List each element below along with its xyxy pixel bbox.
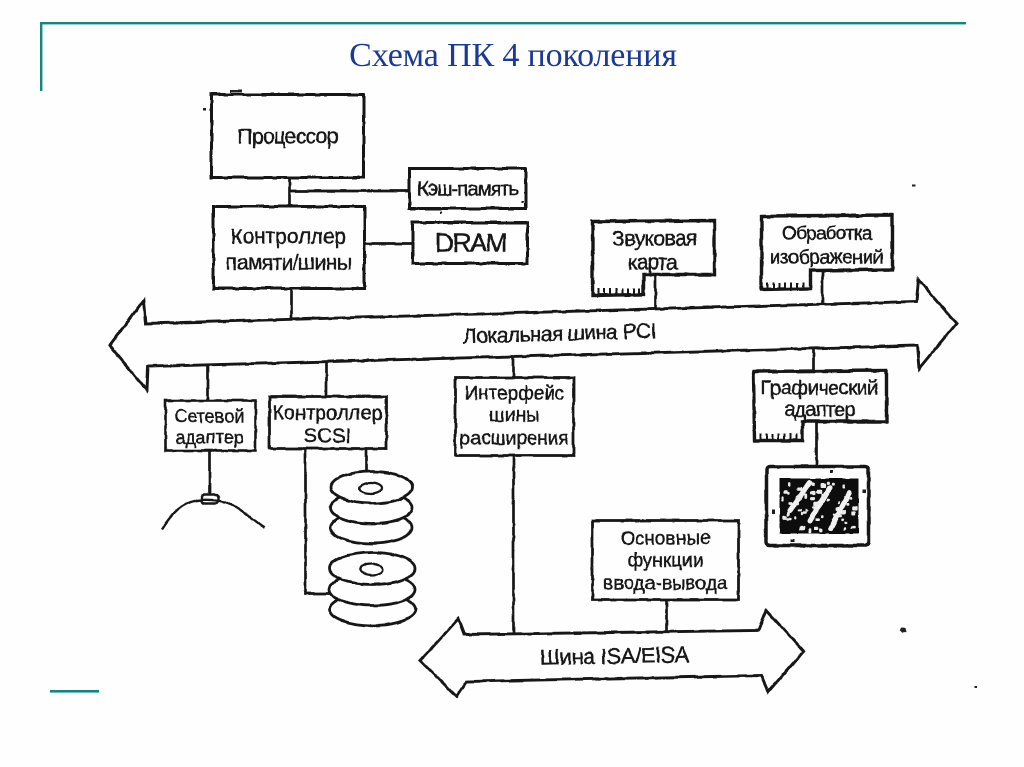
svg-text:памяти/шины: памяти/шины bbox=[225, 251, 351, 274]
svg-text:карта: карта bbox=[627, 251, 677, 274]
svg-text:Шина ISA/EISA: Шина ISA/EISA bbox=[539, 641, 690, 669]
svg-text:Контроллер: Контроллер bbox=[230, 225, 346, 248]
svg-text:Звуковая: Звуковая bbox=[612, 227, 696, 250]
svg-text:ввода-вывода: ввода-вывода bbox=[603, 573, 727, 594]
svg-text:Схема ПК 4 поколения: Схема ПК 4 поколения bbox=[349, 37, 677, 74]
svg-text:адаптер: адаптер bbox=[175, 427, 243, 447]
svg-text:Интерфейс: Интерфейс bbox=[464, 383, 564, 404]
svg-text:функции: функции bbox=[627, 550, 703, 571]
svg-text:адаптер: адаптер bbox=[784, 399, 855, 421]
svg-text:Основные: Основные bbox=[620, 528, 710, 549]
svg-text:изображений: изображений bbox=[769, 246, 882, 268]
svg-text:Кэш-память: Кэш-память bbox=[417, 178, 518, 200]
svg-text:SCSI: SCSI bbox=[304, 425, 351, 447]
svg-text:DRAM: DRAM bbox=[435, 227, 506, 257]
svg-text:Сетевой: Сетевой bbox=[174, 406, 244, 426]
svg-text:Процессор: Процессор bbox=[237, 125, 337, 148]
svg-text:шины: шины bbox=[489, 405, 539, 426]
svg-text:Обработка: Обработка bbox=[781, 222, 872, 244]
svg-text:Локальная шина PCI: Локальная шина PCI bbox=[463, 319, 656, 347]
svg-text:Контроллер: Контроллер bbox=[272, 402, 382, 424]
svg-text:расширения: расширения bbox=[459, 428, 568, 449]
svg-text:Графический: Графический bbox=[760, 377, 877, 399]
